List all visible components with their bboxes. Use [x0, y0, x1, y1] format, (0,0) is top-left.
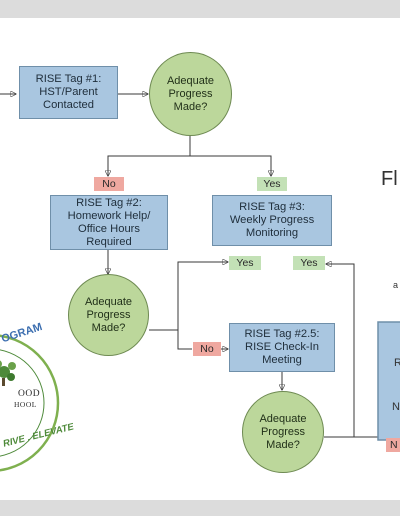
small-text-fragment: a	[393, 280, 399, 290]
branch-yes-1: Yes	[257, 177, 287, 191]
decision-3-label: Adequate Progress Made?	[259, 412, 307, 451]
decision-adequate-progress-3: Adequate Progress Made?	[242, 391, 324, 473]
arrow-q1-to-yes	[190, 155, 271, 176]
rise-tag-2-5-box: RISE Tag #2.5: RISE Check-In Meeting	[229, 323, 335, 372]
branch-no-1: No	[94, 177, 124, 191]
branch-no-2: No	[193, 342, 221, 356]
partial-right-box	[377, 321, 400, 441]
decision-2-label: Adequate Progress Made?	[84, 295, 133, 334]
school-logo	[0, 334, 60, 472]
branch-yes-3: Yes	[293, 256, 325, 270]
branch-no-3: N	[386, 438, 400, 452]
flowchart-slide: RISE Tag #1: HST/Parent Contacted Adequa…	[0, 18, 400, 500]
arrow-q2-to-yes	[149, 262, 228, 331]
tree-icon	[0, 360, 16, 386]
arrow-q1-to-no	[108, 136, 191, 176]
arrow-q3-to-yes	[324, 264, 355, 438]
branch-yes-2: Yes	[229, 256, 261, 270]
rise-tag-2-box: RISE Tag #2: Homework Help/ Office Hours…	[50, 195, 168, 250]
right-box-fragment-1: R	[394, 357, 400, 369]
title-fragment: Fl	[381, 168, 398, 190]
decision-adequate-progress-1: Adequate Progress Made?	[149, 52, 232, 136]
rise-tag-1-box: RISE Tag #1: HST/Parent Contacted	[19, 66, 118, 119]
decision-1-label: Adequate Progress Made?	[166, 74, 215, 113]
rise-tag-2-5-label: RISE Tag #2.5: RISE Check-In Meeting	[244, 328, 320, 366]
arrow-q2-to-no-stem	[177, 330, 192, 350]
rise-tag-3-box: RISE Tag #3: Weekly Progress Monitoring	[212, 195, 332, 246]
logo-name-line-1: OOD	[18, 389, 41, 399]
decision-adequate-progress-2: Adequate Progress Made?	[68, 274, 149, 356]
logo-name-line-2: HOOL	[14, 400, 37, 409]
rise-tag-1-label: RISE Tag #1: HST/Parent Contacted	[35, 73, 102, 111]
rise-tag-2-label: RISE Tag #2: Homework Help/ Office Hours…	[67, 196, 151, 248]
rise-tag-3-label: RISE Tag #3: Weekly Progress Monitoring	[229, 201, 315, 239]
right-box-fragment-2: N	[392, 401, 400, 413]
